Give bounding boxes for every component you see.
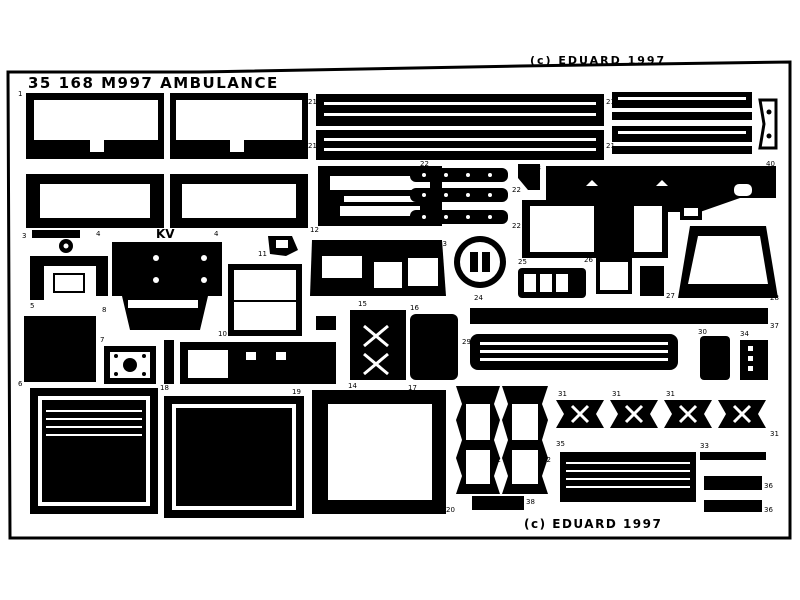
part-number-21d: 21: [606, 142, 615, 150]
part-25-vent: [518, 268, 586, 298]
part-small-bracket: [758, 98, 778, 150]
part-13-console: [310, 240, 446, 296]
part-number-38: 38: [526, 498, 535, 506]
part-15-cross-plate: [350, 310, 406, 380]
part-number-28: 28: [770, 294, 779, 302]
part-number-34: 34: [740, 330, 749, 338]
part-29-rails: [470, 334, 678, 370]
fret-title: 35 168 M997 AMBULANCE: [28, 74, 279, 92]
part-10-dashboard: [180, 264, 336, 384]
part-number-40: 40: [766, 160, 775, 168]
part-2-window-frames: [26, 174, 308, 228]
part-33-strip: [700, 452, 766, 460]
part-22-hinges: [410, 168, 508, 224]
part-14-tab: [316, 316, 336, 330]
bottom-copyright: (c) EDUARD 1997: [524, 517, 662, 531]
part-number-32b: 32: [542, 456, 551, 464]
part-number-21b: 21: [606, 98, 615, 106]
part-number-8: 8: [102, 306, 106, 314]
part-number-12: 12: [310, 226, 319, 234]
part-5-bracket: [30, 239, 108, 300]
part-number-31a: 31: [558, 390, 567, 398]
part-number-37: 37: [770, 322, 779, 330]
part-number-22b: 22: [512, 186, 521, 194]
part-number-35: 35: [556, 440, 565, 448]
part-number-36b: 36: [764, 506, 773, 514]
part-number-11: 11: [258, 250, 267, 258]
part-21-short-rails: [612, 92, 752, 154]
part-number-24: 24: [474, 294, 483, 302]
part-number-22a: 22: [420, 160, 429, 168]
part-number-7: 7: [100, 336, 104, 344]
part-number-27: 27: [666, 292, 675, 300]
part-38-strip: [472, 496, 524, 510]
part-34-block: [740, 340, 768, 380]
part-number-3: 3: [22, 232, 26, 240]
part-1-window-panel: [26, 93, 308, 159]
part-number-10: 10: [218, 330, 227, 338]
part-26-panel: [522, 200, 668, 294]
part-20-frame: [312, 390, 446, 514]
part-number-23: 23: [532, 164, 541, 172]
kv-mark: KV: [156, 227, 175, 241]
part-19-mesh-panel: [164, 396, 304, 518]
part-number-4b: 4: [214, 230, 219, 238]
part-number-1: 1: [18, 90, 22, 98]
part-number-18: 18: [160, 384, 169, 392]
part-number-6: 6: [18, 380, 23, 388]
part-number-21a: 21: [308, 98, 317, 106]
part-16-panel: [410, 314, 458, 380]
part-number-14: 14: [348, 382, 357, 390]
part-number-32a: 32: [492, 456, 501, 464]
part-27-block: [640, 266, 664, 296]
part-number-20: 20: [446, 506, 455, 514]
part-23-tab: [518, 164, 540, 190]
part-36-strip-a: [704, 476, 762, 490]
part-number-4a: 4: [96, 230, 101, 238]
part-35-grille: [560, 452, 696, 502]
part-number-31d: 31: [770, 430, 779, 438]
part-number-19: 19: [292, 388, 301, 396]
part-number-33: 33: [700, 442, 709, 450]
part-number-26: 26: [584, 256, 593, 264]
part-number-31b: 31: [612, 390, 621, 398]
part-number-25: 25: [518, 258, 527, 266]
part-number-31c: 31: [666, 390, 675, 398]
part-strip: [164, 340, 174, 384]
part-28-panel: [678, 226, 778, 298]
part-18-mesh-panel: [30, 388, 158, 514]
part-37-bar: [470, 308, 768, 324]
fret-border: [6, 60, 792, 540]
part-36-strip-b: [704, 500, 762, 512]
part-number-36a: 36: [764, 482, 773, 490]
part-6-panel: [24, 316, 96, 382]
top-copyright: (c) EDUARD 1997: [530, 54, 666, 67]
part-number-13: 13: [438, 240, 447, 248]
part-30-block: [700, 336, 730, 380]
part-number-9: 9: [176, 316, 180, 324]
part-number-15: 15: [358, 300, 367, 308]
part-number-29: 29: [462, 338, 471, 346]
part-number-39: 39: [678, 196, 687, 204]
part-21-rails: [316, 94, 604, 160]
part-number-5: 5: [30, 302, 34, 310]
part-8-plate: [112, 242, 222, 330]
part-number-17: 17: [408, 384, 417, 392]
part-7-plate: [104, 346, 156, 384]
part-number-22c: 22: [512, 222, 521, 230]
part-32-ladder-frames: [456, 386, 548, 494]
part-number-30: 30: [698, 328, 707, 336]
part-number-21c: 21: [308, 142, 317, 150]
part-9-knob: [156, 314, 172, 330]
part-number-16: 16: [410, 304, 419, 312]
part-31-x-brackets: [556, 400, 766, 428]
part-3: [32, 230, 80, 238]
